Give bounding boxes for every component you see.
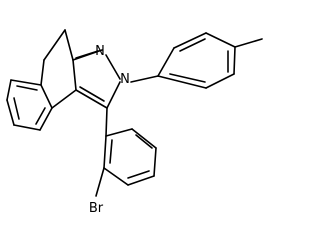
bond [39,107,53,131]
bond [79,86,105,102]
bond [13,97,20,120]
bond [13,124,41,131]
bond [64,29,74,61]
atom-label-br: Br [89,201,104,216]
atom-label-n2: N [120,72,130,87]
bond [103,167,129,186]
core-skeleton [6,29,121,131]
bond [233,46,236,75]
bond [153,147,157,177]
bond [179,38,206,52]
bond [127,170,150,179]
bond [75,89,108,109]
bond [130,75,159,83]
bond [105,54,121,80]
atom-label-n1: N [95,44,105,59]
bond [169,73,206,83]
tolyl-ring [130,32,263,89]
molecule-diagram: N N Br [6,29,263,216]
bond [173,32,207,49]
bond [106,81,121,109]
bond [40,59,45,86]
bond [103,135,107,169]
bond [205,73,235,89]
bond [105,128,133,137]
bond [10,79,42,86]
bond [6,79,12,101]
bromophenyl-ring [95,107,157,197]
bond [157,47,175,77]
structure-canvas: N N Br [6,29,263,216]
bond [105,107,108,137]
bond [131,128,157,149]
bond [127,175,155,186]
bond [75,50,99,59]
bond [40,84,53,109]
bond [16,85,38,91]
bond [6,99,15,126]
bond [157,75,207,89]
bond [51,89,77,109]
bond [95,167,105,197]
bond [109,139,113,164]
bond [234,38,263,48]
bond [205,32,236,48]
bond [35,107,46,125]
bond [43,29,66,61]
bond [135,134,153,149]
bond [72,59,77,91]
